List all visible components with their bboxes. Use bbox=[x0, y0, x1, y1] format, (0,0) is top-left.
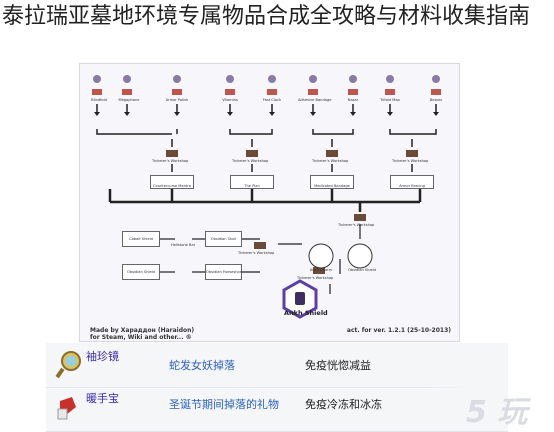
crafting-tree-diagram: Blindfold Megaphone Armor Polish Vitamin… bbox=[79, 63, 460, 342]
item-label: Nazar bbox=[347, 98, 359, 102]
obsidian-horseshoe-box: Obsidian Horseshoe bbox=[205, 264, 242, 280]
item-label: Armor Polish bbox=[165, 98, 189, 102]
item-label: Blindfold bbox=[91, 98, 107, 102]
item-label: Fast Clock bbox=[262, 98, 282, 102]
hellstone-label: Hellstone Bar bbox=[171, 243, 196, 247]
item-label: Bezoar bbox=[429, 98, 443, 102]
item-name: 暖手宝 bbox=[86, 392, 119, 405]
pair-box: Armor Bracing bbox=[390, 175, 434, 189]
row-fade bbox=[413, 343, 508, 387]
hand-warmer-icon bbox=[57, 397, 76, 420]
crafting-tree-lines bbox=[92, 75, 441, 319]
pair-box: Medicated Bandage bbox=[310, 175, 354, 189]
workshop-label: Tinkerer's Workshop bbox=[312, 159, 349, 163]
row-fade bbox=[413, 387, 508, 431]
item-effect: 免疫恍惚减益 bbox=[305, 359, 371, 372]
cobalt-shield-box: Cobalt Shield bbox=[122, 231, 160, 247]
item-name: 袖珍镜 bbox=[86, 350, 119, 363]
workshop-label: Tinkerer's Workshop bbox=[238, 251, 275, 255]
workshop-label: Tinkerer's Workshop bbox=[338, 223, 375, 227]
item-label: Adhesive Bandage bbox=[298, 98, 332, 102]
ankh-shield-label: Ankh Shield bbox=[284, 309, 328, 317]
credit-text: Made by Хараддон (Haraidon) for Steam, W… bbox=[90, 327, 195, 341]
item-label: Megaphone bbox=[118, 98, 140, 102]
svg-text:5 玩: 5 玩 bbox=[466, 395, 531, 430]
pair-box: Countercurse Mantra bbox=[150, 175, 194, 189]
item-table: 袖珍镜 蛇发女妖掉落 免疫恍惚减益 暖手宝 圣诞节期间掉落的礼物 免疫冷冻和冰冻 bbox=[46, 343, 508, 432]
item-source[interactable]: 蛇发女妖掉落 bbox=[169, 359, 235, 372]
item-label: Vitamins bbox=[222, 98, 238, 102]
obsidian-skull-box: Obsidian Skull bbox=[205, 231, 242, 247]
workshop-label: Tinkerer's Workshop bbox=[392, 159, 429, 163]
item-label: Trifold Map bbox=[380, 98, 400, 102]
table-row: 袖珍镜 蛇发女妖掉落 免疫恍惚减益 bbox=[46, 343, 508, 388]
page-title: 泰拉瑞亚墓地环境专属物品合成全攻略与材料收集指南 bbox=[2, 4, 531, 29]
obsidian-shield-box: Obsidian Shield bbox=[122, 264, 160, 280]
workshop-label: Tinkerer's Workshop bbox=[232, 159, 269, 163]
ankh-charm-label: Ankh Charm bbox=[309, 268, 333, 272]
item-source[interactable]: 圣诞节期间掉落的礼物 bbox=[169, 398, 279, 411]
workshop-label: Tinkerer's Workshop bbox=[152, 159, 189, 163]
pair-box: The Plan bbox=[230, 175, 274, 189]
workshop-label: Tinkerer's Workshop bbox=[297, 276, 334, 280]
watermark-logo: 5 玩 bbox=[466, 395, 531, 430]
obsidian-shield-label: Obsidian Shield bbox=[348, 268, 376, 272]
mirror-icon bbox=[55, 351, 81, 379]
version-text: act. for ver. 1.2.1 (25-10-2013) bbox=[346, 327, 451, 334]
item-effect: 免疫冷冻和冰冻 bbox=[305, 398, 382, 411]
